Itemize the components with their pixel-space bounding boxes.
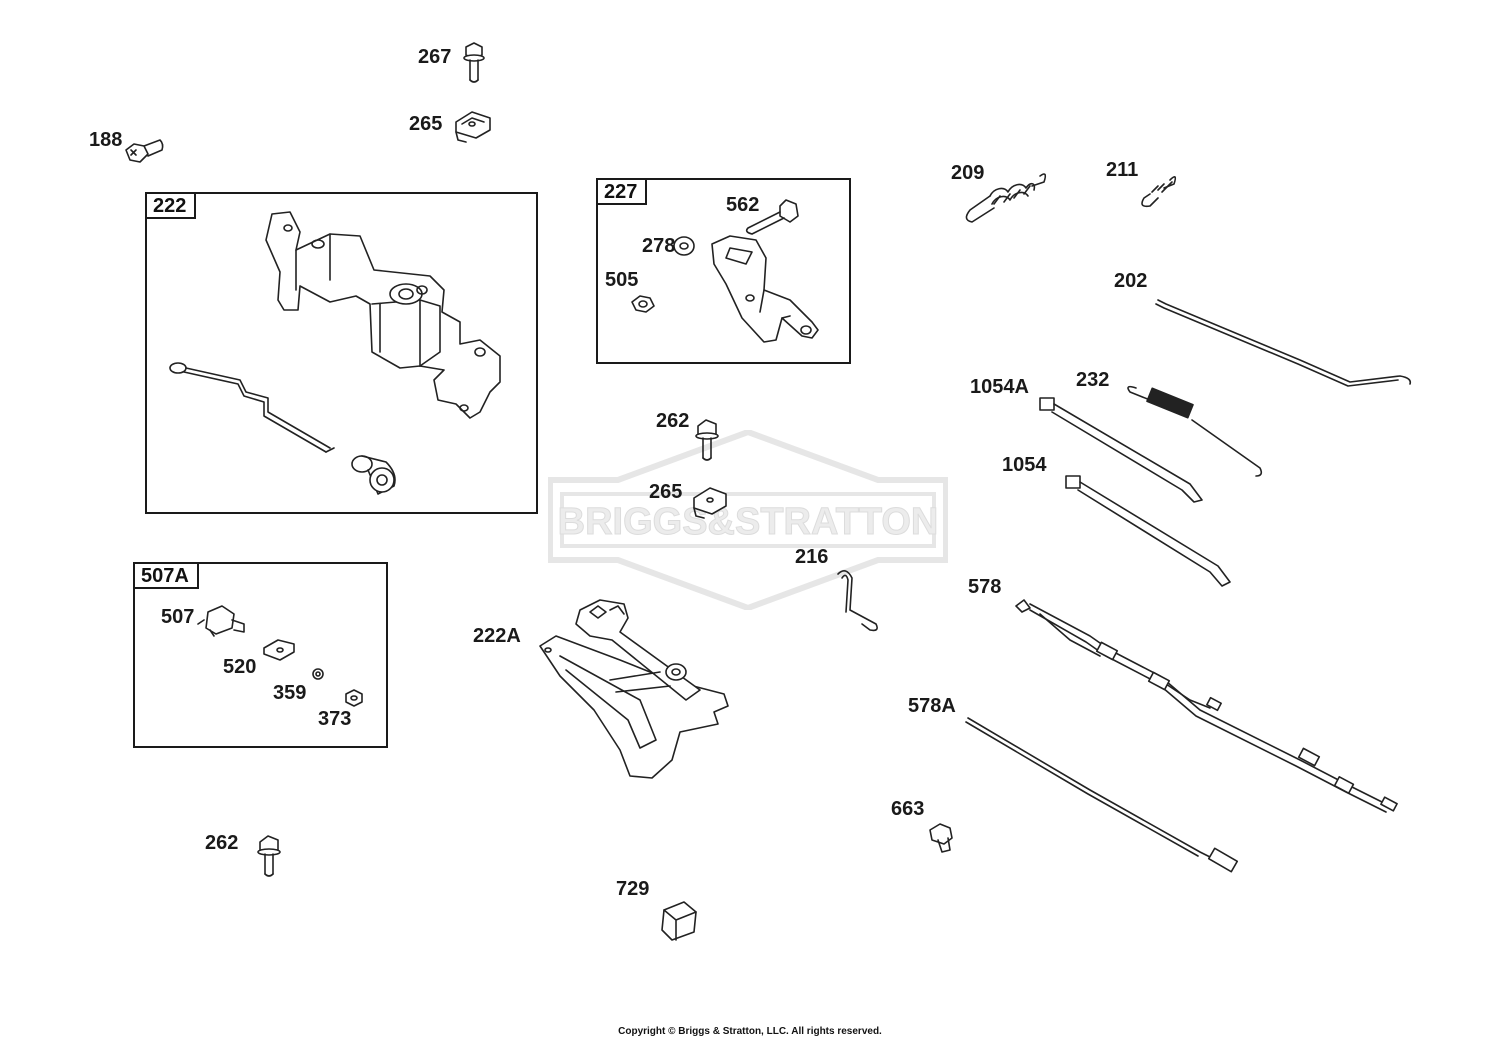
part-label-729[interactable]: 729	[616, 878, 650, 900]
part-label-1054[interactable]: 1054	[1002, 454, 1047, 476]
part-label-188[interactable]: 188	[89, 129, 123, 151]
screw-663-icon[interactable]	[929, 823, 953, 853]
cable-tie-1054-icon[interactable]	[1065, 475, 1231, 587]
part-label-262-center[interactable]: 262	[656, 410, 690, 432]
nut-373-icon[interactable]	[345, 689, 363, 707]
knob-222-icon[interactable]	[351, 455, 396, 495]
nut-505-icon[interactable]	[631, 295, 655, 313]
part-label-232[interactable]: 232	[1076, 369, 1110, 391]
part-label-663[interactable]: 663	[891, 798, 925, 820]
part-label-202[interactable]: 202	[1114, 270, 1148, 292]
part-label-262-bottom[interactable]: 262	[205, 832, 239, 854]
rod-202-icon[interactable]	[1155, 299, 1412, 387]
group-box-507a: 507A	[133, 562, 388, 748]
part-label-209[interactable]: 209	[951, 162, 985, 184]
bolt-267-icon[interactable]	[463, 42, 485, 83]
part-label-562[interactable]: 562	[726, 194, 760, 216]
cable-tie-1054a-icon[interactable]	[1039, 397, 1203, 503]
spring-232-icon[interactable]	[1127, 385, 1263, 477]
part-label-578[interactable]: 578	[968, 576, 1002, 598]
group-label-227[interactable]: 227	[598, 180, 648, 205]
clip-265-top-icon[interactable]	[455, 111, 491, 143]
part-label-222a[interactable]: 222A	[473, 625, 521, 647]
washer-359-icon[interactable]	[312, 668, 324, 680]
spring-211-icon[interactable]	[1141, 176, 1177, 208]
screw-188-icon[interactable]	[125, 139, 164, 163]
clip-265-center-icon[interactable]	[693, 487, 727, 519]
lever-bracket-227-icon[interactable]	[711, 235, 819, 343]
part-label-359[interactable]: 359	[273, 682, 307, 704]
bolt-262-center-icon[interactable]	[695, 419, 719, 461]
copyright-notice: Copyright © Briggs & Stratton, LLC. All …	[618, 1026, 882, 1037]
group-box-222: 222	[145, 192, 538, 514]
part-label-373[interactable]: 373	[318, 708, 352, 730]
part-label-505[interactable]: 505	[605, 269, 639, 291]
part-label-267[interactable]: 267	[418, 46, 452, 68]
link-rod-222-icon[interactable]	[169, 362, 335, 453]
cable-578a-icon[interactable]	[965, 717, 1239, 873]
part-label-211[interactable]: 211	[1106, 159, 1139, 181]
spring-209-icon[interactable]	[965, 173, 1047, 223]
part-label-520[interactable]: 520	[223, 656, 257, 678]
part-label-1054a[interactable]: 1054A	[970, 376, 1029, 398]
part-label-265-center[interactable]: 265	[649, 481, 683, 503]
bolt-262-bottom-icon[interactable]	[257, 835, 281, 877]
part-label-507[interactable]: 507	[161, 606, 195, 628]
clip-729-icon[interactable]	[661, 901, 697, 941]
group-label-222[interactable]: 222	[147, 194, 197, 219]
group-box-227: 227	[596, 178, 851, 364]
part-label-278[interactable]: 278	[642, 235, 676, 257]
group-label-507a[interactable]: 507A	[135, 564, 199, 589]
bolt-562-icon[interactable]	[745, 199, 799, 235]
watermark-text: BRIGGS&STRATTON	[558, 501, 939, 543]
part-label-265-top[interactable]: 265	[409, 113, 443, 135]
washer-278-icon[interactable]	[673, 236, 695, 256]
plate-520-icon[interactable]	[263, 639, 295, 661]
wire-clip-216-icon[interactable]	[837, 570, 878, 632]
part-label-578a[interactable]: 578A	[908, 695, 956, 717]
control-bracket-222-icon[interactable]	[265, 211, 501, 419]
switch-507-icon[interactable]	[197, 605, 245, 637]
part-label-216[interactable]: 216	[795, 546, 829, 568]
wire-harness-578-icon[interactable]	[1015, 599, 1398, 813]
brand-watermark: BRIGGS&STRATTON	[548, 430, 948, 610]
throttle-plate-222a-icon[interactable]	[539, 599, 729, 779]
